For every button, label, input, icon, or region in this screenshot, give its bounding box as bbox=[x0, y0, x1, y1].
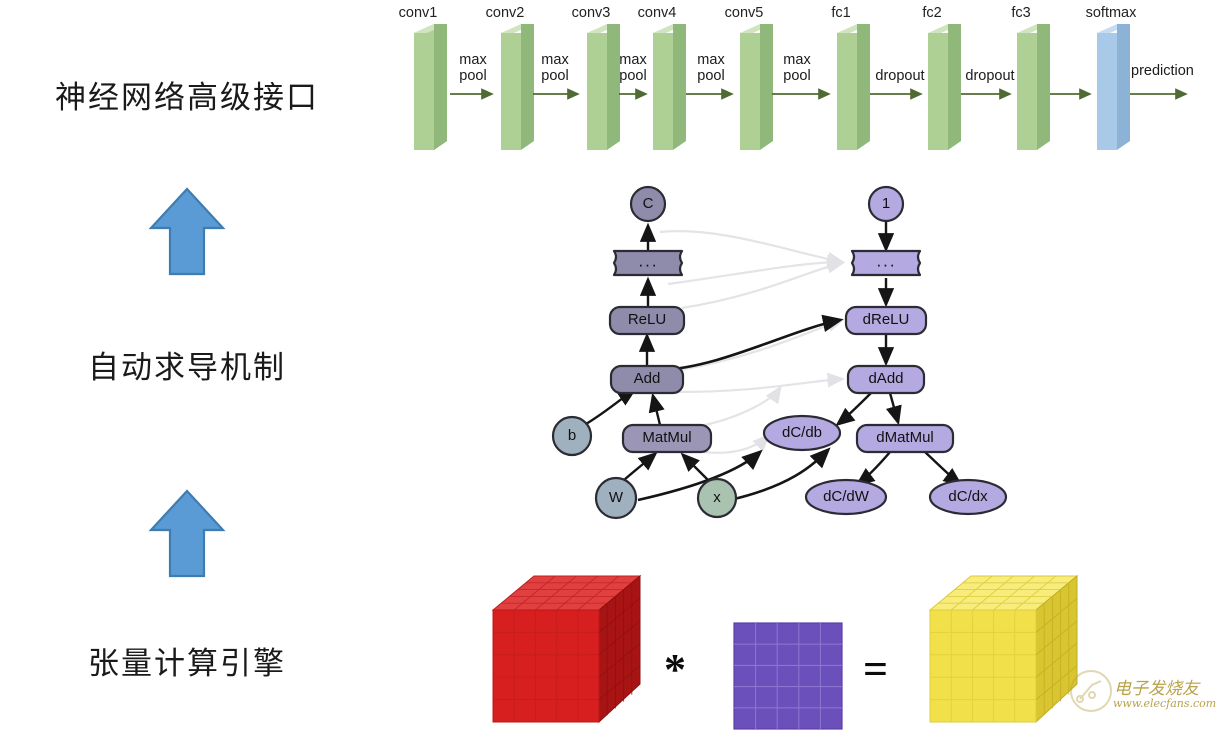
red-tensor-cube bbox=[491, 574, 642, 724]
cnn-bar-conv4 bbox=[653, 24, 686, 150]
equals-operator: = bbox=[863, 645, 889, 694]
cnn-layer-label-fc3: fc3 bbox=[1011, 5, 1031, 21]
op-line-1: max bbox=[459, 52, 487, 68]
cnn-op-maxpool-1: max pool bbox=[443, 52, 503, 84]
cnn-layer-label-fc2: fc2 bbox=[922, 5, 942, 21]
cnn-layer-label-conv1: conv1 bbox=[398, 5, 438, 21]
cnn-bar-conv2 bbox=[501, 24, 534, 150]
op-line-1: max bbox=[783, 52, 811, 68]
op-line-1: max bbox=[619, 52, 647, 68]
cnn-op-maxpool-5: max pool bbox=[767, 52, 827, 84]
cnn-op-prediction: prediction bbox=[1131, 63, 1194, 79]
op-line-2: pool bbox=[619, 68, 647, 84]
watermark-brand: 电子发烧友 bbox=[1114, 679, 1199, 699]
watermark-url: www.elecfans.com bbox=[1113, 697, 1217, 710]
up-arrow-upper bbox=[148, 186, 226, 278]
op-line-1: max bbox=[697, 52, 725, 68]
cnn-bar-fc2 bbox=[928, 24, 961, 150]
cnn-op-maxpool-3: max pool bbox=[603, 52, 663, 84]
stack-label-autograd: 自动求导机制 bbox=[88, 350, 286, 386]
cnn-op-dropout-2: dropout bbox=[965, 68, 1015, 84]
autograd-graph-svg bbox=[551, 185, 1008, 520]
elecfans-logo-icon bbox=[1070, 670, 1112, 712]
cnn-bar-conv3 bbox=[587, 24, 620, 150]
multiply-operator: * bbox=[664, 645, 686, 694]
cnn-bar-fc3 bbox=[1017, 24, 1050, 150]
cnn-layer-label-conv4: conv4 bbox=[637, 5, 677, 21]
cnn-bar-conv1 bbox=[414, 24, 447, 150]
cnn-bar-fc1 bbox=[837, 24, 870, 150]
op-line-2: pool bbox=[783, 68, 811, 84]
yellow-tensor-cube bbox=[928, 574, 1079, 724]
cnn-bar-conv5 bbox=[740, 24, 773, 150]
op-line-2: pool bbox=[541, 68, 569, 84]
stack-label-tensor-engine: 张量计算引擎 bbox=[88, 646, 286, 682]
cnn-op-maxpool-4: max pool bbox=[681, 52, 741, 84]
op-line-2: pool bbox=[697, 68, 725, 84]
cnn-op-maxpool-2: max pool bbox=[525, 52, 585, 84]
up-arrow-lower bbox=[148, 488, 226, 580]
cnn-layer-label-softmax: softmax bbox=[1085, 5, 1137, 21]
cnn-layer-label-conv5: conv5 bbox=[724, 5, 764, 21]
cnn-layer-label-conv2: conv2 bbox=[485, 5, 525, 21]
cnn-layer-label-fc1: fc1 bbox=[831, 5, 851, 21]
cnn-op-dropout-1: dropout bbox=[875, 68, 925, 84]
op-line-1: max bbox=[541, 52, 569, 68]
cnn-bar-softmax bbox=[1097, 24, 1130, 150]
cnn-flow-arrows bbox=[450, 88, 1188, 100]
cnn-layer-label-conv3: conv3 bbox=[571, 5, 611, 21]
stack-label-nn-api: 神经网络高级接口 bbox=[55, 80, 319, 116]
purple-matrix bbox=[733, 622, 843, 730]
op-line-2: pool bbox=[459, 68, 487, 84]
